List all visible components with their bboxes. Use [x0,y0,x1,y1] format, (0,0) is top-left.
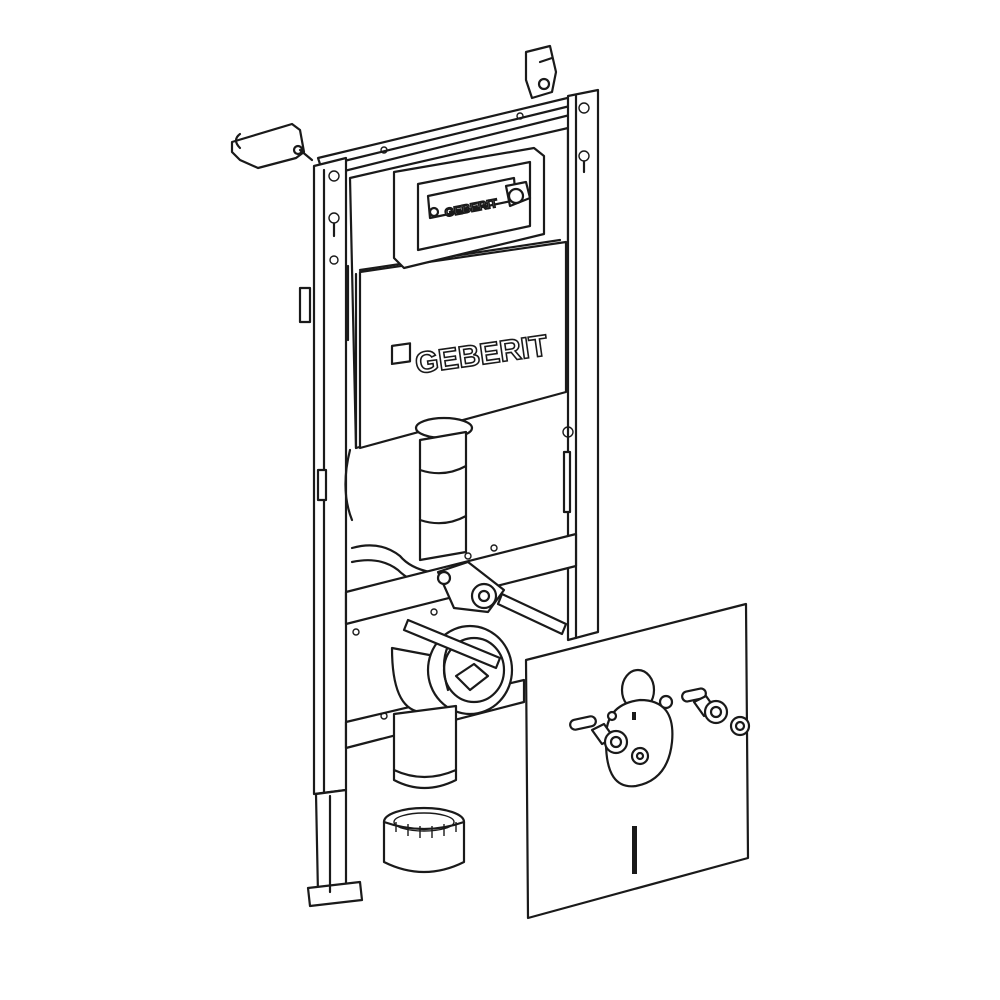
cistern-front-panel: GEBERIT [358,240,568,450]
left-upright [298,156,348,796]
drain-pipe [392,704,458,790]
right-upright [562,88,600,642]
water-connection [436,560,568,636]
mounting-bolts [590,694,751,755]
pipe-sleeve [382,806,466,874]
right-wall-bracket [524,44,558,100]
left-foot [306,788,364,908]
insulation-plate [524,602,750,920]
supply-hose [344,448,432,588]
actuator-frame: GEBERIT [392,146,546,270]
left-wall-bracket [230,122,314,170]
flush-pipe [414,416,474,562]
drain-bend [390,618,514,716]
